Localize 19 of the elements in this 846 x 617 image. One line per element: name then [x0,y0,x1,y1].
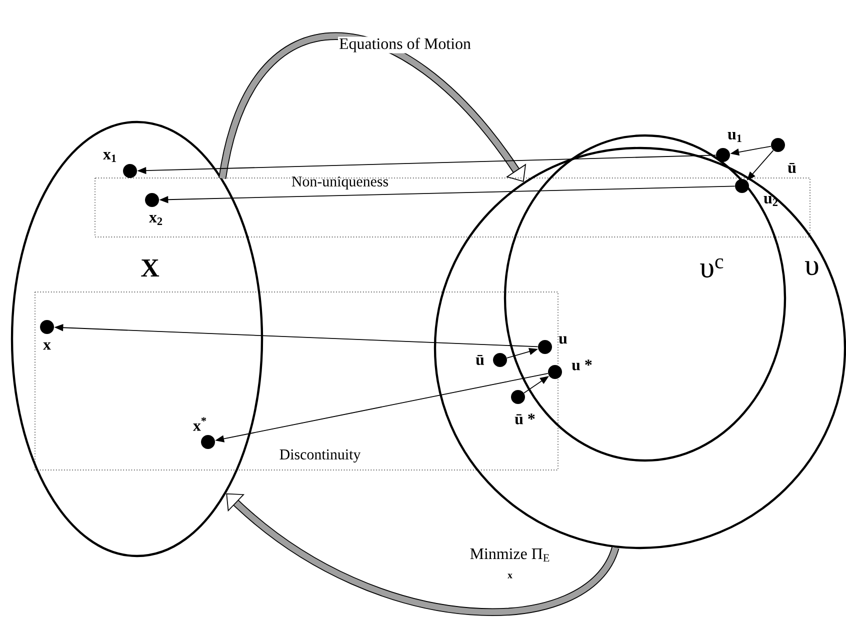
arrow [226,493,619,616]
frame-label: Non-uniqueness [292,176,388,190]
point-dot [771,138,785,152]
point-label: ū [788,162,796,174]
point-dot [735,179,749,193]
point-label: x [43,342,51,350]
subscript-label: x [508,574,512,578]
point-label: ū [476,354,484,366]
point-label: x$_{1}$ [103,152,116,162]
edge-label: Equations of Motion [338,36,472,54]
point-label: ū * [514,414,535,424]
point-label: x$^{*}$ [193,417,206,431]
point-label: u [558,336,567,344]
point-label: u$_{1}$ [728,132,742,142]
arrow [218,32,526,182]
frame-label: Discontinuity [280,449,361,463]
edge-label: Minmize Π$_{E}$ [468,547,552,563]
point-label: u * [572,360,592,370]
point-label: x$_{2}$ [149,215,162,225]
